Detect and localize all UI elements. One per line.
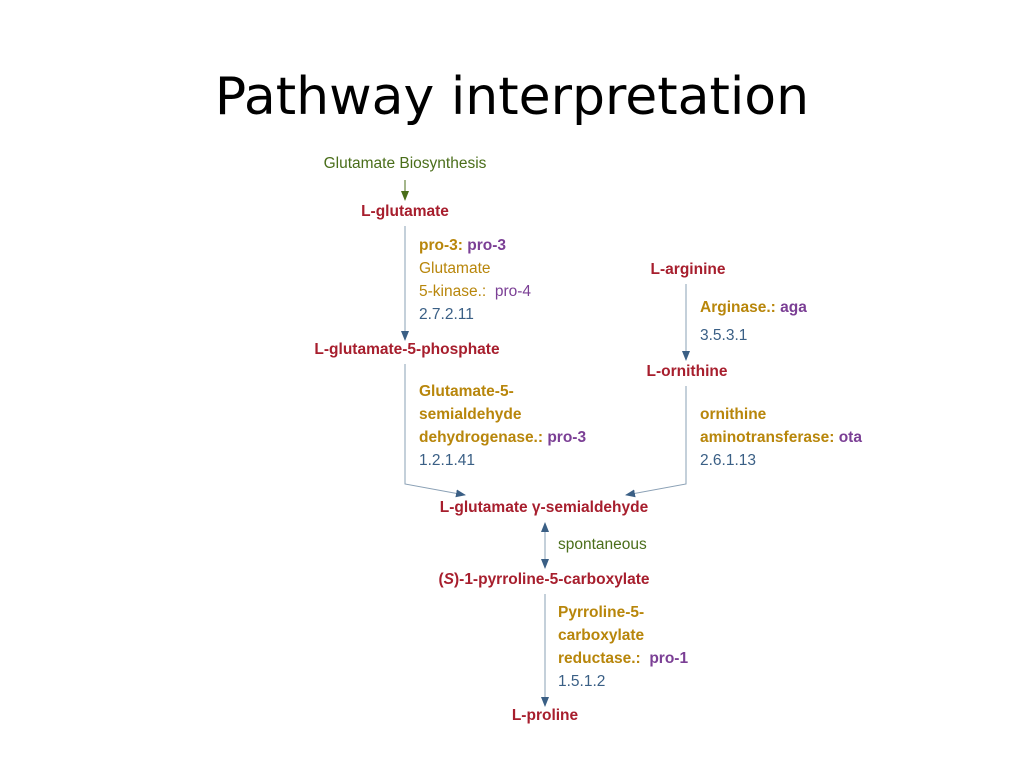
enzyme-ornithine-aminotransferase-line2[interactable]: aminotransferase: — [700, 429, 835, 446]
reaction-arginase-line1: Arginase.: aga — [700, 297, 807, 319]
enzyme-ornithine-aminotransferase-line1[interactable]: ornithine — [700, 406, 767, 423]
enzyme-reductase-line3[interactable]: reductase.: — [558, 650, 641, 667]
pathway-link-glutamate-biosynthesis[interactable]: Glutamate Biosynthesis — [323, 155, 487, 172]
gene-pro-3-link-2[interactable]: pro-3 — [547, 429, 587, 446]
ec-number-kinase[interactable]: 2.7.2.11 — [419, 306, 474, 323]
gene-aga-link[interactable]: aga — [780, 299, 807, 316]
compound-pyrroline-5-carboxylate[interactable]: (S)-1-pyrroline-5-carboxylate — [438, 569, 649, 591]
gene-pro-1-link[interactable]: pro-1 — [649, 650, 689, 667]
arrow-phosphate-to-semialdehyde — [404, 364, 466, 498]
compound-l-arginine[interactable]: L-arginine — [650, 261, 726, 278]
reaction-aminotransferase-line2: aminotransferase: ota — [700, 427, 862, 449]
enzyme-reductase-line1[interactable]: Pyrroline-5- — [558, 604, 645, 621]
reaction-spontaneous: spontaneous — [558, 536, 647, 553]
enzyme-reductase-line2[interactable]: carboxylate — [558, 627, 645, 644]
ec-number-aminotransferase[interactable]: 2.6.1.13 — [700, 452, 757, 469]
gene-pro-4-link[interactable]: pro-4 — [494, 283, 532, 300]
reaction-reductase-line3: reductase.: pro-1 — [558, 648, 688, 670]
p5c-name: )-1-pyrroline-5-carboxylate — [453, 571, 650, 588]
reaction-dehydrogenase-line3: dehydrogenase.: pro-3 — [419, 427, 586, 449]
enzyme-glutamate-5-kinase-line2[interactable]: 5-kinase.: — [419, 283, 487, 300]
enzyme-dehydrogenase-line1[interactable]: Glutamate-5- — [419, 383, 514, 400]
compound-l-glutamate-semialdehyde[interactable]: L-glutamate γ-semialdehyde — [439, 499, 649, 516]
compound-l-glutamate-5-phosphate[interactable]: L-glutamate-5-phosphate — [314, 341, 500, 358]
arrow-ornithine-to-semialdehyde — [625, 386, 687, 498]
compound-l-ornithine[interactable]: L-ornithine — [646, 363, 728, 380]
p5c-stereo-label: S — [443, 571, 454, 588]
ec-number-reductase[interactable]: 1.5.1.2 — [558, 673, 606, 690]
p5c-prefix: ( — [438, 571, 444, 588]
enzyme-dehydrogenase-line3[interactable]: dehydrogenase.: — [419, 429, 544, 446]
enzyme-dehydrogenase-line2[interactable]: semialdehyde — [419, 406, 522, 423]
enzyme-arginase[interactable]: Arginase.: — [700, 299, 776, 316]
gene-pro-3-link[interactable]: pro-3 — [467, 237, 506, 254]
compound-l-glutamate[interactable]: L-glutamate — [361, 203, 449, 220]
gene-ota-link[interactable]: ota — [838, 429, 862, 446]
page-title: Pathway interpretation — [214, 67, 810, 127]
reaction-kinase-line3: 5-kinase.: pro-4 — [419, 281, 531, 303]
ec-number-arginase[interactable]: 3.5.3.1 — [700, 327, 748, 344]
enzyme-pro-3-label[interactable]: pro-3: — [419, 237, 463, 254]
reaction-kinase-line1: pro-3: pro-3 — [419, 235, 506, 257]
ec-number-dehydrogenase[interactable]: 1.2.1.41 — [419, 452, 476, 469]
enzyme-glutamate-5-kinase-line1[interactable]: Glutamate — [419, 260, 491, 277]
compound-l-proline[interactable]: L-proline — [511, 707, 579, 724]
